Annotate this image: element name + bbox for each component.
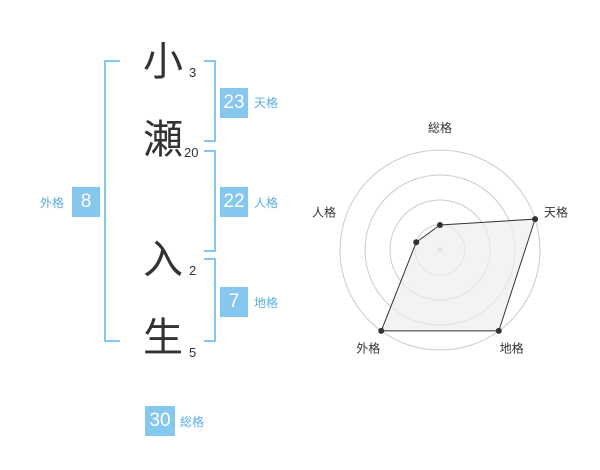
name-char-4: 生 <box>143 315 183 361</box>
radar-point-5 <box>413 239 420 246</box>
soukaku-label: 総格 <box>180 415 205 429</box>
tenkaku-value: 23 <box>220 88 248 118</box>
radar-point-1 <box>437 222 443 228</box>
soukaku-value: 30 <box>145 406 175 436</box>
gaikaku-value: 8 <box>72 187 100 217</box>
radar-point-4 <box>378 327 385 334</box>
radar-points <box>378 216 539 334</box>
radar-point-3 <box>495 327 502 334</box>
tenkaku-label: 天格 <box>254 96 279 110</box>
gaikaku-label: 外格 <box>40 196 65 210</box>
stroke-count-1: 3 <box>189 65 197 80</box>
jinkaku-bracket <box>204 150 216 252</box>
stroke-count-4: 5 <box>189 345 197 360</box>
jinkaku-value: 22 <box>220 187 248 217</box>
chikaku-bracket <box>204 258 216 342</box>
chikaku-label: 地格 <box>254 296 279 310</box>
gaikaku-bracket <box>104 60 120 342</box>
name-char-3: 入 <box>143 237 183 283</box>
name-char-2: 瀬 <box>143 117 183 163</box>
name-char-1: 小 <box>143 39 183 85</box>
radar-label-5: 人格 <box>312 204 336 219</box>
radar-label-4: 外格 <box>356 341 380 356</box>
chikaku-value: 7 <box>220 287 248 317</box>
radar-ring <box>339 149 541 351</box>
radar-area <box>380 218 536 332</box>
stroke-count-2: 20 <box>184 145 199 160</box>
radar-label-1: 総格 <box>428 120 452 135</box>
jinkaku-label: 人格 <box>254 196 279 210</box>
radar-label-2: 天格 <box>544 204 568 219</box>
stroke-count-3: 2 <box>189 263 197 278</box>
radar-point-2 <box>532 216 539 223</box>
radar-label-3: 地格 <box>500 341 524 356</box>
tenkaku-bracket <box>204 60 216 142</box>
